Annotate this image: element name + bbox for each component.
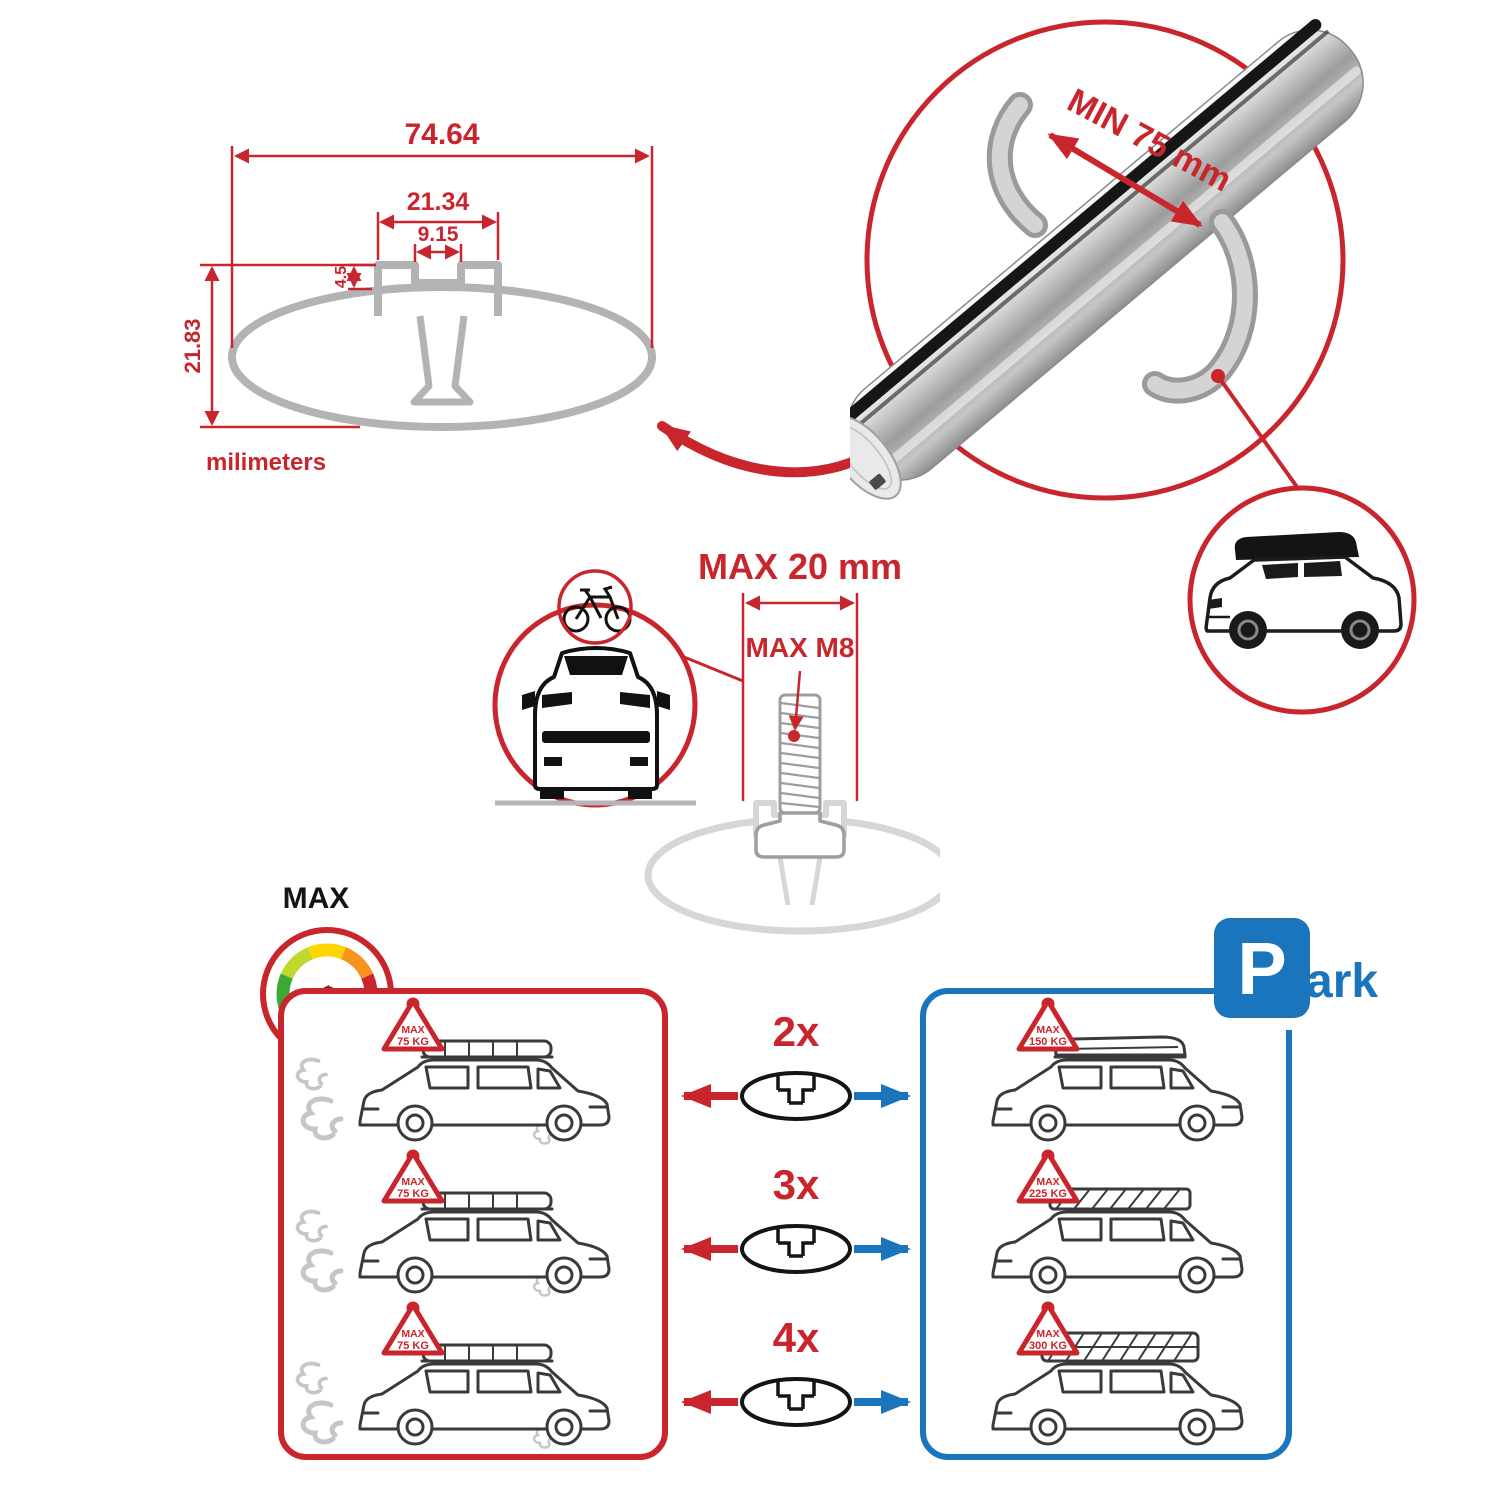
- t-bolt: [754, 693, 846, 859]
- dimension-lip-height: 4.5: [333, 263, 376, 291]
- bolt-detail-view: MAX 20 mm MAX M8: [492, 546, 940, 935]
- dim-lip-height-label: 4.5: [333, 266, 350, 288]
- badge-value: 300 KG: [1029, 1340, 1067, 1352]
- load-badge: MAX 75 KG: [384, 1303, 442, 1353]
- multiplier-label: 4x: [773, 1314, 820, 1361]
- car-front-icon: [522, 646, 670, 799]
- parking-sign-letter: P: [1237, 926, 1287, 1010]
- bar-profile-outline: [228, 261, 656, 431]
- parking-panel: MAX 150 KG MAX 225 KG: [920, 988, 1292, 1460]
- multiplier-label: 2x: [773, 1008, 820, 1055]
- car-front-inset: [492, 569, 744, 808]
- multiplier-label: 3x: [773, 1161, 820, 1208]
- car-icon: [358, 1359, 611, 1446]
- bar-end-cap: [850, 415, 902, 500]
- dimension-slot-width: 9.15: [413, 223, 463, 262]
- load-badge: MAX 150 KG: [1019, 999, 1077, 1049]
- dim-total-height-label: 21.83: [180, 318, 205, 373]
- dim-slot-width-label: 9.15: [418, 223, 459, 246]
- parked-car-row: MAX 300 KG: [991, 1301, 1244, 1446]
- load-badge: MAX 300 KG: [1019, 1303, 1077, 1353]
- car-roofbox-inset: [1187, 485, 1417, 715]
- badge-value: 225 KG: [1029, 1188, 1067, 1200]
- load-badge: MAX 75 KG: [384, 999, 442, 1049]
- inset-connector-line: [683, 655, 744, 683]
- bar-profile-icon: [740, 1071, 852, 1121]
- badge-value: 75 KG: [397, 1036, 429, 1048]
- clamp-strap-lower: [1142, 209, 1258, 404]
- bolt-width-label: MAX 20 mm: [698, 546, 902, 587]
- load-badge: MAX 75 KG: [384, 1151, 442, 1201]
- bar-render-view: MIN 75 mm: [850, 18, 1417, 715]
- parking-sign: P ark: [1214, 918, 1400, 1030]
- parking-sign-suffix: ark: [1306, 955, 1379, 1008]
- bar-count-row-2x: 2x: [681, 1008, 911, 1121]
- speed-max-label: MAX: [283, 882, 350, 915]
- roof-box-icon: [1054, 1035, 1187, 1057]
- bolt-t-head: [754, 811, 846, 859]
- callout-line: [1216, 374, 1299, 489]
- bar-count-row-3x: 3x: [681, 1161, 911, 1274]
- dimension-channel-width: 21.34: [376, 188, 500, 260]
- transfer-arrow-path: [657, 421, 885, 478]
- badge-value: 150 KG: [1029, 1036, 1067, 1048]
- dimension-total-width: 74.64: [230, 118, 654, 348]
- zoom-circle: [864, 19, 1346, 501]
- profile-dimension-drawing: 74.64 21.34 9.15 4.5 21.83 milimeters: [180, 118, 656, 476]
- badge-max-label: MAX: [401, 1328, 424, 1340]
- car-icon: [991, 1207, 1244, 1294]
- badge-max-label: MAX: [1036, 1024, 1059, 1036]
- bar-profile-icon: [740, 1224, 852, 1274]
- dim-channel-width-label: 21.34: [407, 188, 470, 216]
- bar-count-row-4x: 4x: [681, 1314, 911, 1427]
- driving-car-row: MAX 75 KG: [295, 997, 611, 1145]
- thread-pointer-arrow: [788, 670, 804, 731]
- car-icon: [358, 1207, 611, 1294]
- bolt-thread-label: MAX M8: [746, 632, 855, 663]
- car-icon: [991, 1359, 1244, 1446]
- badge-max-label: MAX: [401, 1024, 424, 1036]
- badge-value: 75 KG: [397, 1188, 429, 1200]
- car-icon: [991, 1055, 1244, 1142]
- car-icon: [358, 1055, 611, 1142]
- aluminum-crossbar: [850, 18, 1364, 500]
- driving-car-row: MAX 75 KG: [295, 1301, 611, 1449]
- dim-total-width-label: 74.64: [404, 118, 479, 151]
- bike-highlight-circle: [557, 569, 633, 645]
- units-label: milimeters: [206, 449, 326, 476]
- parking-sign-square: P: [1214, 918, 1310, 1018]
- badge-max-label: MAX: [401, 1176, 424, 1188]
- driving-car-row: MAX 75 KG: [295, 1149, 611, 1297]
- thread-pointer-dot: [788, 730, 800, 742]
- driving-panel: MAX 75 KG MAX 75 KG: [278, 988, 668, 1460]
- clamp-strap-upper: [986, 92, 1048, 238]
- parked-car-row: MAX 150 KG: [991, 997, 1244, 1142]
- badge-max-label: MAX: [1036, 1328, 1059, 1340]
- car-with-roofbox-icon: [1204, 532, 1403, 649]
- min-span-arrow: [1047, 132, 1203, 228]
- roof-basket-icon: [421, 1343, 553, 1363]
- bar-profile-icon: [740, 1377, 852, 1427]
- badge-value: 75 KG: [397, 1340, 429, 1352]
- badge-max-label: MAX: [1036, 1176, 1059, 1188]
- parked-car-row: MAX 225 KG: [991, 1149, 1244, 1294]
- dimension-total-height: 21.83: [180, 263, 376, 429]
- load-badge: MAX 225 KG: [1019, 1151, 1077, 1201]
- bolt-width-dimension: [741, 593, 859, 801]
